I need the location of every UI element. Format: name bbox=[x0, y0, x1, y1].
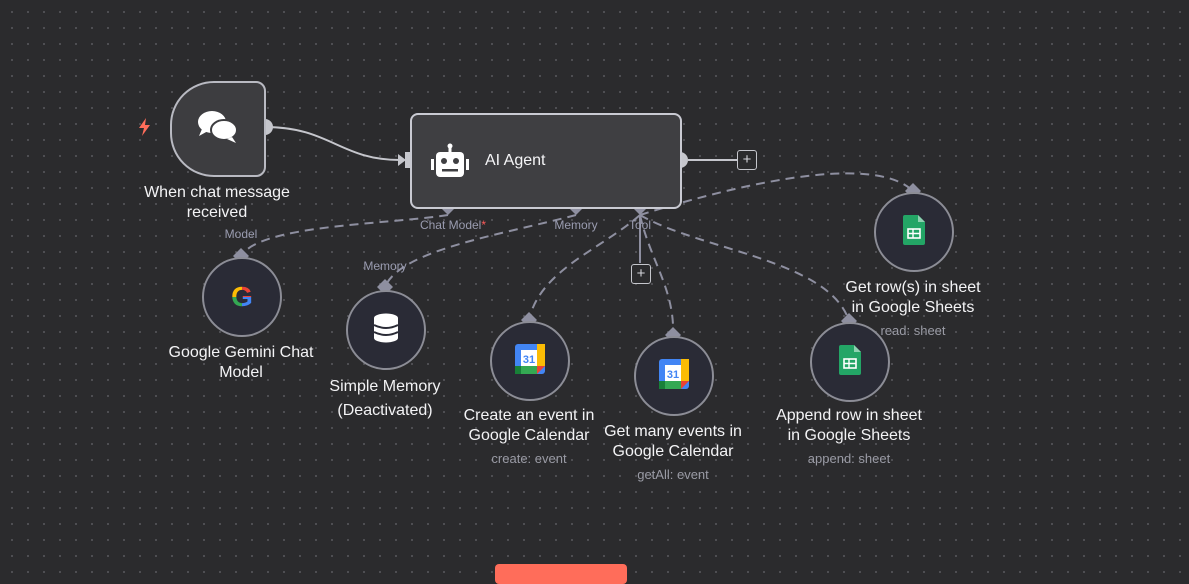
memory-port-label: Memory bbox=[554, 218, 598, 232]
ai-agent-node[interactable]: AI Agent bbox=[410, 113, 682, 209]
google-sheets-icon bbox=[839, 344, 861, 380]
main-connection bbox=[264, 126, 401, 161]
google-sheets-icon bbox=[903, 214, 925, 250]
add-tool-button[interactable]: + bbox=[631, 264, 651, 284]
get-rows-node[interactable] bbox=[874, 192, 954, 272]
chat-bubbles-icon bbox=[196, 109, 240, 150]
get-events-subtitle: getAll: event bbox=[637, 467, 709, 482]
chat-model-port-label: Chat Model* bbox=[419, 218, 487, 232]
tool-connection-append bbox=[639, 214, 850, 322]
create-event-subtitle: create: event bbox=[491, 451, 567, 466]
agent-input-handle bbox=[405, 152, 413, 168]
database-icon bbox=[373, 313, 399, 348]
simple-memory-node[interactable] bbox=[346, 290, 426, 370]
google-calendar-icon: 31 bbox=[659, 358, 689, 394]
ai-agent-title: AI Agent bbox=[485, 152, 546, 169]
append-row-subtitle: append: sheet bbox=[807, 451, 891, 466]
google-icon: G bbox=[231, 281, 253, 312]
svg-text:31: 31 bbox=[523, 354, 535, 366]
test-workflow-button[interactable] bbox=[495, 564, 627, 584]
trigger-bolt-icon bbox=[137, 117, 153, 142]
google-calendar-icon: 31 bbox=[515, 343, 545, 379]
memory-node-port-label: Memory bbox=[363, 259, 407, 273]
simple-memory-label: Simple Memory(Deactivated) bbox=[329, 378, 441, 419]
trigger-label: When chat message received bbox=[144, 184, 290, 221]
create-event-node[interactable]: 31 bbox=[490, 321, 570, 401]
tool-connection-create bbox=[528, 214, 641, 321]
gemini-node[interactable]: G bbox=[202, 257, 282, 337]
get-rows-subtitle: read: sheet bbox=[880, 323, 946, 338]
svg-text:31: 31 bbox=[667, 369, 679, 381]
model-connection bbox=[240, 214, 449, 257]
robot-icon bbox=[430, 143, 470, 184]
get-events-node[interactable]: 31 bbox=[634, 336, 714, 416]
append-row-node[interactable] bbox=[810, 322, 890, 402]
model-port-label: Model bbox=[224, 227, 258, 241]
chat-trigger-node[interactable] bbox=[170, 81, 266, 177]
tool-connection-getall bbox=[639, 214, 675, 336]
tool-port-label: Tool bbox=[628, 218, 651, 232]
memory-connection bbox=[384, 214, 577, 288]
add-node-button[interactable]: + bbox=[737, 150, 757, 170]
